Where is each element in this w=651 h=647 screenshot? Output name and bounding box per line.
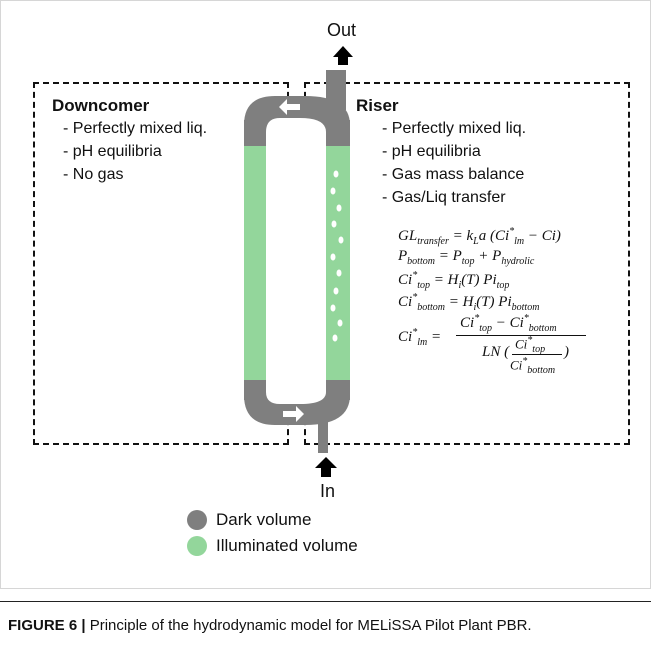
equation-ci-bottom: Ci*bottom = Hi(T) Pibottom bbox=[398, 292, 540, 313]
riser-item: - Gas/Liq transfer bbox=[382, 189, 506, 206]
flow-arrow-top bbox=[279, 99, 300, 115]
loop-inner bbox=[266, 118, 326, 145]
in-arrow-icon bbox=[315, 457, 337, 477]
equation-p-bottom: Pbottom = Ptop + Phydrolic bbox=[398, 248, 535, 267]
downcomer-item: - No gas bbox=[63, 166, 124, 183]
equation-ci-top: Ci*top = Hi(T) Pitop bbox=[398, 270, 510, 291]
riser-item: - Gas mass balance bbox=[382, 166, 525, 183]
flow-arrow-bottom bbox=[283, 406, 304, 422]
legend-illuminated-label: Illuminated volume bbox=[216, 536, 358, 555]
reactor-diagram bbox=[244, 46, 353, 477]
downcomer-title: Downcomer bbox=[52, 96, 150, 115]
out-arrow-icon bbox=[333, 46, 353, 65]
caption-label: FIGURE 6 | bbox=[8, 617, 86, 634]
downcomer-item: - pH equilibria bbox=[63, 143, 162, 160]
legend-dark-label: Dark volume bbox=[216, 510, 312, 529]
riser-item: - Perfectly mixed liq. bbox=[382, 120, 527, 137]
figure-caption: FIGURE 6 | Principle of the hydrodynamic… bbox=[8, 614, 638, 637]
out-pipe bbox=[326, 70, 346, 110]
caption-rule bbox=[0, 601, 651, 602]
in-label: In bbox=[320, 481, 336, 501]
riser-title: Riser bbox=[356, 96, 399, 115]
in-pipe bbox=[318, 415, 328, 453]
gas-bubbles bbox=[330, 170, 344, 342]
riser-item: - pH equilibria bbox=[382, 143, 481, 160]
dark-volume-swatch bbox=[187, 510, 207, 530]
caption-text: Principle of the hydrodynamic model for … bbox=[85, 617, 532, 634]
downcomer-item: - Perfectly mixed liq. bbox=[63, 120, 208, 137]
out-label: Out bbox=[327, 20, 357, 40]
illuminated-volume-swatch bbox=[187, 536, 207, 556]
equation-gl-transfer: GLtransfer = kLa (Ci*lm − Ci) bbox=[398, 226, 561, 247]
loop-inner-bottom bbox=[266, 380, 326, 404]
downcomer-illuminated bbox=[244, 146, 266, 380]
riser-illuminated bbox=[326, 146, 350, 380]
